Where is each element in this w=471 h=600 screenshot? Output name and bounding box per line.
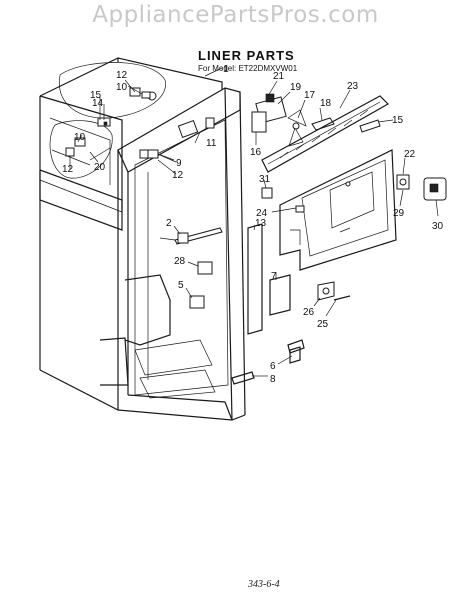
lamp-assembly bbox=[396, 174, 447, 201]
page-title: LINER PARTS bbox=[198, 48, 295, 63]
callout-label: 19 bbox=[290, 82, 302, 93]
callout-labels: 1 12 10 15 14 10 12 20 21 19 17 18 23 15… bbox=[62, 64, 444, 385]
callout-label: 12 bbox=[172, 170, 184, 181]
liner-cabinet bbox=[39, 57, 246, 421]
callout-label: 9 bbox=[176, 158, 182, 169]
trim-strips bbox=[231, 339, 305, 385]
callout-label: 28 bbox=[174, 256, 186, 267]
callout-label: 10 bbox=[116, 82, 128, 93]
watermark: AppliancePartsPros.com bbox=[92, 2, 379, 28]
leader-lines bbox=[69, 67, 439, 377]
thermostat-assembly bbox=[147, 117, 215, 161]
callout-label: 7 bbox=[271, 271, 277, 282]
callout-label: 14 bbox=[92, 98, 104, 109]
callout-label: 17 bbox=[304, 90, 316, 101]
evaporator-cover-panel bbox=[279, 149, 397, 271]
callout-label: 15 bbox=[90, 90, 102, 101]
callout-label: 2 bbox=[166, 218, 172, 229]
callout-label: 23 bbox=[347, 81, 359, 92]
callout-label: 16 bbox=[250, 147, 262, 158]
callout-label: 22 bbox=[404, 149, 416, 160]
damper-parts bbox=[317, 281, 351, 301]
panel-13 bbox=[247, 223, 263, 335]
light-socket-parts bbox=[159, 227, 223, 309]
callout-label: 29 bbox=[393, 208, 405, 219]
callout-label: 24 bbox=[256, 208, 268, 219]
callout-label: 11 bbox=[206, 138, 217, 149]
callout-label: 8 bbox=[270, 374, 276, 385]
callout-label: 5 bbox=[178, 280, 184, 291]
callout-label: 10 bbox=[74, 132, 86, 143]
part-31-shape bbox=[261, 187, 273, 199]
model-subtitle: For Model: ET22DMXVW01 bbox=[198, 64, 298, 73]
callout-label: 1 bbox=[223, 64, 229, 75]
callout-label: 18 bbox=[320, 98, 332, 109]
callout-label: 15 bbox=[392, 115, 404, 126]
callout-label: 12 bbox=[62, 164, 74, 175]
callout-label: 20 bbox=[94, 162, 106, 173]
callout-label: 6 bbox=[270, 361, 276, 372]
callout-label: 31 bbox=[259, 174, 271, 185]
callout-label: 21 bbox=[273, 71, 285, 82]
callout-label: 30 bbox=[432, 221, 444, 232]
part-7-shape bbox=[269, 274, 291, 316]
callout-label: 12 bbox=[116, 70, 128, 81]
footer-code: 343-6-4 bbox=[248, 579, 280, 590]
callout-label: 13 bbox=[255, 218, 267, 229]
callout-label: 25 bbox=[317, 319, 329, 330]
callout-label: 26 bbox=[303, 307, 315, 318]
